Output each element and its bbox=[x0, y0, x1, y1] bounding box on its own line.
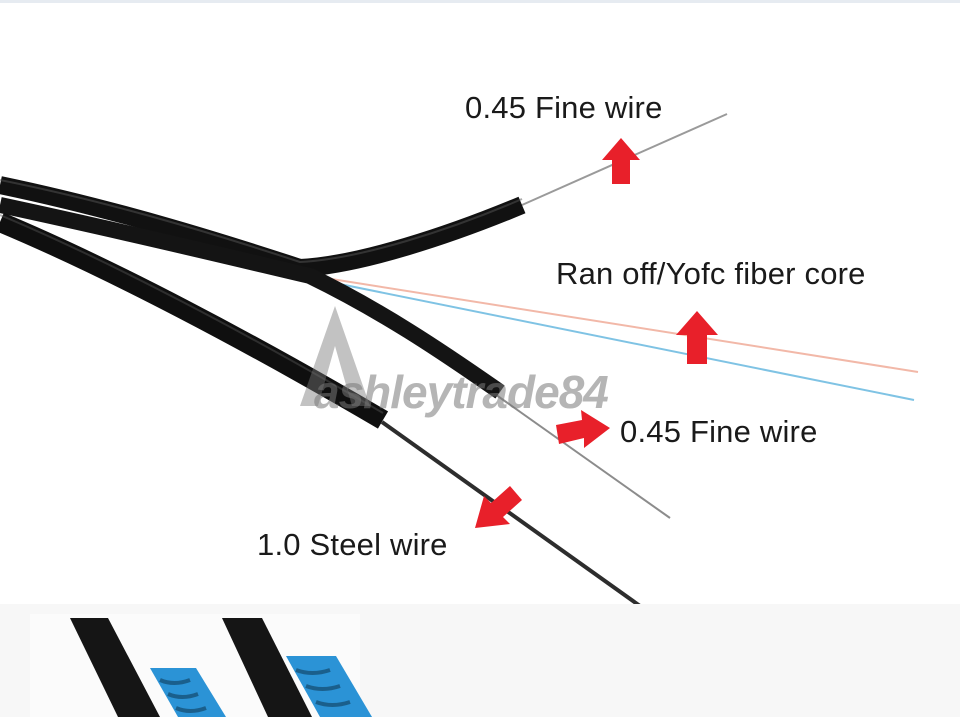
cable-illustration bbox=[0, 113, 919, 604]
label-fiber-core: Ran off/Yofc fiber core bbox=[556, 256, 866, 291]
closeup-cable-right bbox=[222, 618, 312, 717]
steel-wire bbox=[380, 420, 641, 604]
arrow-right-mid bbox=[556, 410, 610, 448]
arrow-up-top bbox=[602, 138, 640, 184]
fine-wire-mid bbox=[491, 391, 671, 519]
arrow-up-fiber bbox=[676, 311, 718, 364]
cable-middle-jacket bbox=[0, 197, 505, 399]
label-fine-wire-mid: 0.45 Fine wire bbox=[620, 414, 818, 449]
cable-lower-jacket bbox=[0, 212, 389, 429]
closeup-cable-left bbox=[70, 618, 160, 717]
top-border bbox=[0, 0, 960, 3]
label-fine-wire-top: 0.45 Fine wire bbox=[465, 90, 663, 125]
closeup-sleeve-left bbox=[150, 668, 226, 717]
watermark-text: ashleytrade84 bbox=[314, 366, 609, 418]
label-steel-wire: 1.0 Steel wire bbox=[257, 527, 448, 562]
fiber-blue bbox=[299, 275, 915, 401]
arrow-left-steel bbox=[475, 486, 522, 528]
fiber-pink bbox=[299, 273, 919, 373]
closeup-strip bbox=[0, 604, 960, 717]
